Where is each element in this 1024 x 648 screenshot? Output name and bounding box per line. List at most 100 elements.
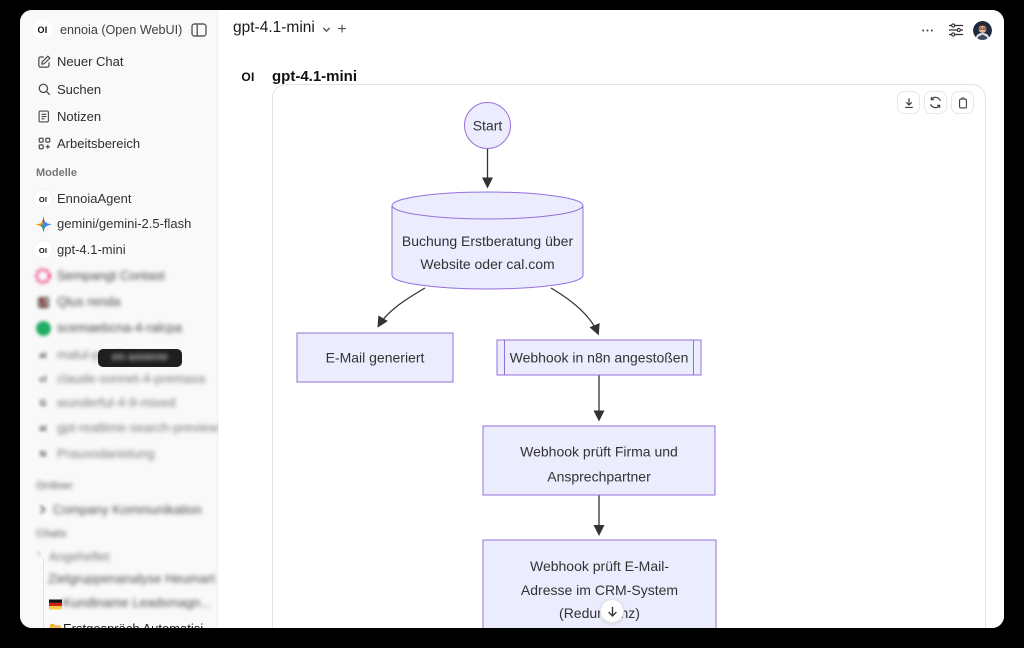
copy-button[interactable] <box>951 91 974 114</box>
model-label: EnnoiaAgent <box>57 191 132 206</box>
german-flag-icon <box>49 599 62 609</box>
chat-label: Erstgespräch Automatisi <box>63 621 203 628</box>
flowchart-node-firma: Webhook prüft Firma und Ansprechpartner <box>482 425 716 496</box>
sidebar-item-label: Arbeitsbereich <box>57 135 141 151</box>
sidebar-model-redacted-2[interactable]: Qlus renda <box>20 290 218 314</box>
workspace-icon <box>36 135 52 151</box>
sidebar-chat-item-3[interactable]: Erstgespräch Automatisi <box>20 617 218 628</box>
download-button[interactable] <box>897 91 920 114</box>
model-selector[interactable]: gpt-4.1-mini <box>233 19 332 37</box>
svg-text:E-Mail generiert: E-Mail generiert <box>326 350 425 366</box>
download-icon <box>904 97 913 108</box>
sidebar-chat-group-pinned[interactable]: › Angeheftet <box>20 546 218 570</box>
flowchart-diagram: Start Buchung Erstberatung über Website … <box>296 102 717 628</box>
diagram-toolbar <box>897 91 974 114</box>
more-options-button[interactable] <box>917 20 937 40</box>
refresh-button[interactable] <box>924 91 947 114</box>
flowchart-node-start: Start <box>464 102 511 149</box>
user-avatar[interactable] <box>973 21 992 40</box>
refresh-icon <box>930 96 941 109</box>
sidebar-header: OI ennoia (Open WebUI) <box>20 18 218 46</box>
controls-button[interactable] <box>947 21 965 39</box>
search-icon <box>36 81 52 97</box>
sidebar-model-redacted-3[interactable]: scemaebcna-4-ralcpa <box>20 316 218 340</box>
model-label: gpt-4.1-mini <box>57 242 126 257</box>
sidebar-item-notes[interactable]: Notizen <box>20 103 218 129</box>
model-tooltip: ein asistente <box>98 349 182 367</box>
new-chat-plus-button[interactable]: + <box>337 21 347 38</box>
sidebar-chat-item-2[interactable]: Kundiname Leadsmagn... <box>20 591 218 615</box>
copy-icon <box>958 96 967 109</box>
ellipsis-icon <box>921 29 933 31</box>
chat-label-redacted: Zielgruppenanalyse Heumart <box>48 571 215 586</box>
sliders-icon <box>949 23 963 37</box>
sidebar-model-ennoiaagent[interactable]: OI EnnoiaAgent <box>20 187 218 211</box>
openwebui-logo: OI <box>34 241 52 259</box>
sidebar-toggle-button[interactable] <box>190 21 208 39</box>
folders-section-label: Ordner <box>36 480 73 492</box>
gemini-star-icon <box>34 215 52 233</box>
sidebar-model-redacted-6[interactable]: G wunderful-4-9-mixed <box>20 391 218 415</box>
flowchart-edges <box>377 148 605 536</box>
main-area: gpt-4.1-mini + OI gpt-4.1-mini <box>219 10 1004 628</box>
chats-section-label: Chats <box>36 528 67 540</box>
svg-text:Adresse im CRM-System: Adresse im CRM-System <box>521 582 678 598</box>
assistant-avatar: OI <box>241 70 255 84</box>
sidebar-item-workspace[interactable]: Arbeitsbereich <box>20 130 218 156</box>
green-circle-icon <box>34 319 52 337</box>
gray-icon: ai <box>39 423 47 433</box>
chevron-right-icon <box>39 505 46 514</box>
sidebar-model-redacted-5[interactable]: cl claude-sonnet-4-premaxa <box>20 367 218 391</box>
app-window: OI ennoia (Open WebUI) Neuer Chat Suchen… <box>20 10 1004 628</box>
assistant-name: gpt-4.1-mini <box>272 68 357 85</box>
scroll-to-bottom-button[interactable] <box>600 599 624 623</box>
sidebar-model-redacted-1[interactable]: Sempangt Contast <box>20 264 218 288</box>
maroon-icon <box>34 293 52 311</box>
chat-label-redacted: Kundiname Leadsmagn... <box>63 595 212 610</box>
svg-text:Website oder cal.com: Website oder cal.com <box>420 256 554 272</box>
flowchart-node-crm: Webhook prüft E-Mail- Adresse im CRM-Sys… <box>482 539 717 628</box>
folder-icon <box>49 623 62 628</box>
sidebar-folder-company[interactable]: Company Kommunikation <box>20 498 218 522</box>
sidebar-item-new-chat[interactable]: Neuer Chat <box>20 48 218 74</box>
model-label-redacted: scemaebcna-4-ralcpa <box>57 320 183 335</box>
model-label-redacted: claude-sonnet-4-premaxa <box>57 371 206 386</box>
svg-text:Webhook in n8n angestoßen: Webhook in n8n angestoßen <box>510 350 689 366</box>
chevron-down-icon <box>322 26 331 32</box>
model-label-redacted: Sempangt Contast <box>57 268 165 283</box>
models-section-label: Modelle <box>36 167 77 179</box>
model-tooltip-text: ein asistente <box>111 352 169 363</box>
sidebar-model-gpt-4-1-mini[interactable]: OI gpt-4.1-mini <box>20 238 218 262</box>
gray-icon: ai <box>39 350 47 360</box>
sidebar-model-redacted-8[interactable]: N Prauxodanistung <box>20 442 218 466</box>
sidebar-model-gemini[interactable]: gemini/gemini-2.5-flash <box>20 212 218 236</box>
flowchart-node-booking: Buchung Erstberatung über Website oder c… <box>391 191 584 290</box>
model-label: gemini/gemini-2.5-flash <box>57 216 192 231</box>
pink-ring-icon <box>34 267 52 285</box>
model-label-redacted: wunderful-4-9-mixed <box>57 395 176 410</box>
gray-icon: G <box>39 398 47 408</box>
gray-icon: cl <box>39 374 47 384</box>
notes-icon <box>36 108 52 124</box>
diagram-panel: Start Buchung Erstberatung über Website … <box>272 84 986 628</box>
chat-group-label-redacted: Angeheftet <box>49 550 110 564</box>
sidebar-chat-item-1[interactable]: Zielgruppenanalyse Heumart <box>20 567 218 591</box>
app-title: ennoia (Open WebUI) <box>60 23 183 37</box>
app-logo-text: OI <box>37 24 48 35</box>
pin-icon: › <box>37 548 41 560</box>
chat-indent-guide <box>43 558 44 628</box>
svg-text:Buchung Erstberatung über: Buchung Erstberatung über <box>402 233 574 249</box>
svg-text:Start: Start <box>473 118 503 134</box>
app-logo: OI <box>33 20 52 39</box>
svg-text:Ansprechpartner: Ansprechpartner <box>547 469 651 485</box>
flowchart-node-n8n: Webhook in n8n angestoßen <box>496 339 702 376</box>
model-label-redacted: Qlus renda <box>57 294 121 309</box>
new-chat-icon <box>36 53 52 69</box>
model-selector-label: gpt-4.1-mini <box>233 19 315 36</box>
folder-label-redacted: Company Kommunikation <box>53 502 202 517</box>
svg-text:Webhook prüft Firma und: Webhook prüft Firma und <box>520 444 678 460</box>
sidebar-item-label: Notizen <box>57 108 102 124</box>
model-label-redacted: Prauxodanistung <box>57 446 155 461</box>
sidebar-item-search[interactable]: Suchen <box>20 76 218 102</box>
sidebar-model-redacted-7[interactable]: ai gpt-realtime-search-preview <box>20 416 218 440</box>
